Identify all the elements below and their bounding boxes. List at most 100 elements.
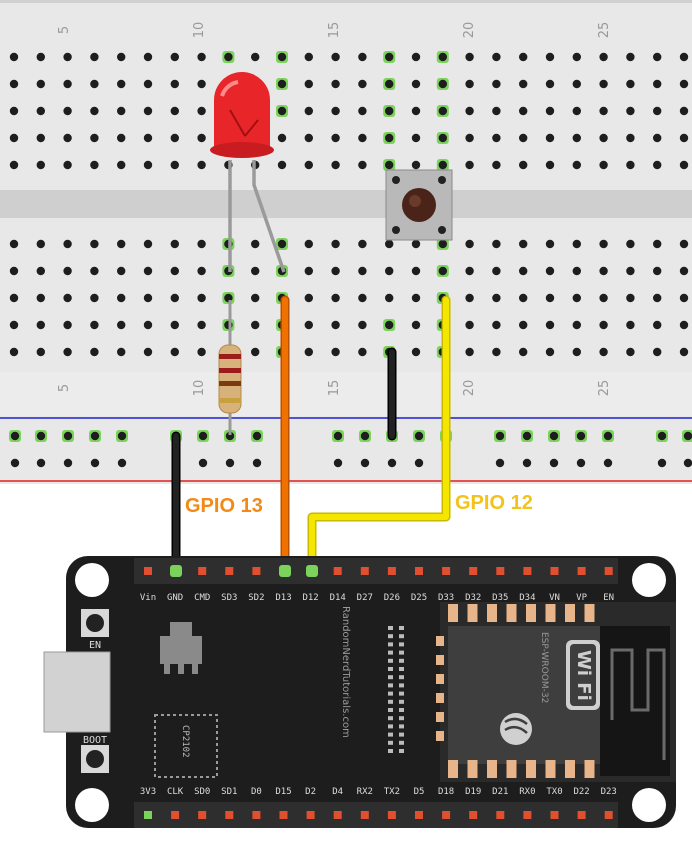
wires [171, 295, 451, 577]
bottom-pin [415, 811, 423, 819]
chip-label: CP2102 [180, 725, 190, 758]
top-pin-label: EN [603, 593, 614, 603]
bottom-pin-label: D21 [492, 787, 508, 797]
top-pin-label: CMD [194, 593, 210, 603]
gpio12-label: GPIO 12 [455, 492, 533, 514]
pushbutton [385, 169, 453, 241]
boot-label: BOOT [83, 735, 107, 746]
top-pin [523, 567, 532, 575]
antenna-icon [610, 648, 666, 760]
bottom-pin [442, 811, 451, 819]
gpio13-label: GPIO 13 [185, 495, 263, 517]
bottom-pin-label: SD1 [221, 787, 237, 797]
top-pin-label: D26 [384, 593, 400, 603]
bottom-pin-label: 3V3 [140, 787, 156, 797]
en-label: EN [89, 640, 101, 651]
top-pin-label: D12 [302, 593, 318, 603]
top-pin [198, 567, 207, 575]
bottom-pin-label: D18 [438, 787, 454, 797]
bottom-pin-label: D15 [275, 787, 291, 797]
top-pin [144, 567, 152, 575]
bb-top-number: 10 [192, 22, 207, 39]
top-pin [252, 567, 261, 575]
bb-bottom-number: 20 [462, 380, 477, 397]
bb-top-number: 20 [462, 22, 477, 39]
bottom-pin-label: D2 [305, 787, 316, 797]
bottom-pin [171, 811, 180, 819]
bb-top-number: 25 [597, 22, 612, 39]
top-pin [442, 567, 451, 575]
top-pin [333, 567, 342, 575]
top-pin [469, 567, 478, 575]
top-pin-label: D14 [330, 593, 346, 603]
usb-port [43, 651, 111, 733]
top-pin [225, 567, 234, 575]
bottom-pin-label: D19 [465, 787, 481, 797]
bottom-pin [252, 811, 261, 819]
bottom-pin [279, 811, 288, 819]
bottom-pin [306, 811, 315, 819]
top-pin-label: Vin [140, 593, 156, 603]
wifi-label: Wi Fi [573, 650, 594, 701]
top-pin-label: D32 [465, 593, 481, 603]
top-pin [415, 567, 423, 575]
bottom-pin-label: TX0 [546, 787, 562, 797]
breadboard-channel [0, 190, 692, 218]
brand-label: RandomNerdTutorials.com [340, 606, 351, 738]
bottom-pin [523, 811, 532, 819]
top-pin-label: D34 [519, 593, 535, 603]
led [210, 72, 286, 273]
bottom-pin [333, 811, 342, 819]
bottom-pin [225, 811, 234, 819]
bb-bottom-number: 5 [57, 384, 72, 392]
bottom-pin [469, 811, 478, 819]
top-pin [604, 567, 613, 575]
resistor [218, 300, 242, 435]
top-pin-label: VN [549, 593, 560, 603]
bottom-pin-label: D0 [251, 787, 262, 797]
bottom-pin-label: D5 [414, 787, 425, 797]
bb-top-number: 15 [327, 22, 342, 39]
bottom-pin-label: D4 [332, 787, 343, 797]
top-pin-label: D27 [357, 593, 373, 603]
top-pin [577, 567, 586, 575]
cp2102-chip [154, 714, 218, 778]
top-pin-label: D25 [411, 593, 427, 603]
top-pin [387, 567, 396, 575]
top-pin [496, 567, 505, 575]
bottom-pin [577, 811, 586, 819]
bottom-pin-label: CLK [167, 787, 184, 797]
top-pin-label: D13 [275, 593, 291, 603]
bottom-pin-label: RX2 [357, 787, 373, 797]
bb-bottom-number: 10 [192, 380, 207, 397]
bottom-pin [144, 811, 152, 819]
bottom-pin [550, 811, 559, 819]
top-pin-label: D35 [492, 593, 508, 603]
bottom-pin-label: D22 [573, 787, 589, 797]
bb-bottom-number: 15 [327, 380, 342, 397]
top-pin-label: SD2 [248, 593, 264, 603]
bottom-pin-label: TX2 [384, 787, 400, 797]
bottom-pin-label: D23 [601, 787, 617, 797]
en-button-icon [86, 614, 104, 632]
bottom-pin-label: SD0 [194, 787, 210, 797]
bottom-pin [387, 811, 396, 819]
top-pin-label: VP [576, 593, 587, 603]
top-pin-label: GND [167, 593, 183, 603]
bottom-pin-label: RX0 [519, 787, 535, 797]
top-pin-label: SD3 [221, 593, 237, 603]
bottom-pin [496, 811, 505, 819]
bb-top-number: 5 [57, 26, 72, 34]
top-pin-label: D33 [438, 593, 454, 603]
esp32-board [43, 556, 676, 828]
module-label: ESP-WROOM-32 [539, 632, 549, 703]
boot-button-icon [86, 750, 104, 768]
bottom-pin [604, 811, 613, 819]
bottom-pin [198, 811, 207, 819]
bottom-pin [360, 811, 369, 819]
top-pin [550, 567, 559, 575]
